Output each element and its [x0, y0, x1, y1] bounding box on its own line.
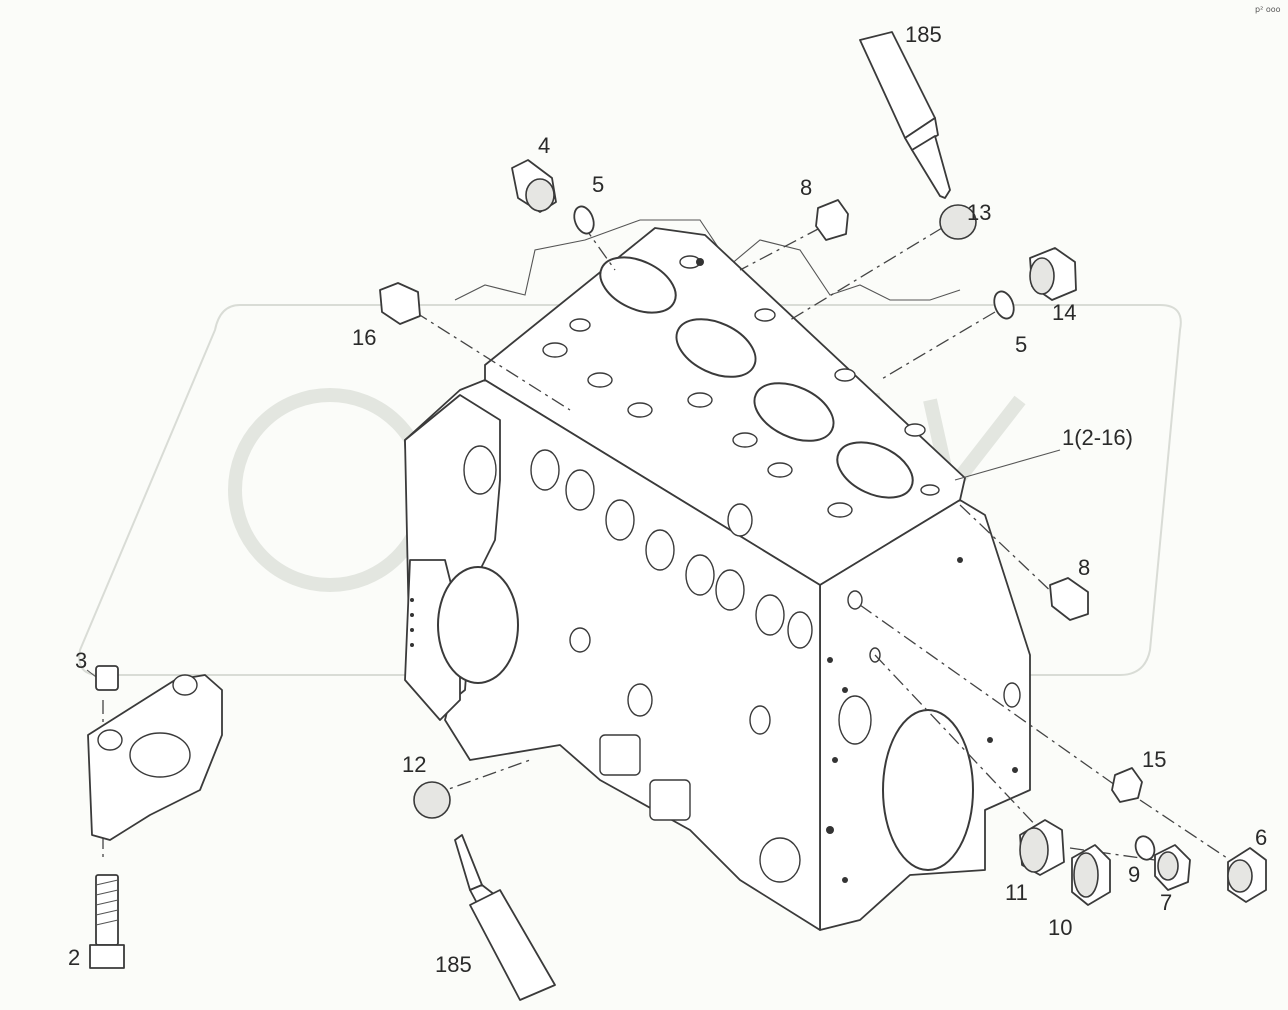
plug-8-top	[815, 199, 849, 241]
plug-12	[413, 781, 451, 819]
plug-7	[1154, 844, 1191, 891]
ring-9	[1134, 835, 1156, 861]
sealant-tube-top	[859, 31, 951, 199]
seal-11	[1019, 819, 1065, 876]
callout-1: 1(2-16)	[1062, 425, 1133, 450]
callout-5-top: 5	[592, 172, 604, 197]
corner-note: р² ооо	[1255, 5, 1281, 14]
seal-10	[1071, 844, 1111, 906]
callout-labels: 185 4 5 8 13 14 5 16 1(2-16) 8 3 12 15 6…	[68, 22, 1267, 977]
plug-13	[939, 204, 977, 240]
sealant-tube-bottom	[454, 834, 556, 1001]
plug-14	[1029, 247, 1077, 301]
callout-9: 9	[1128, 862, 1140, 887]
plug-15	[1111, 767, 1143, 803]
plug-4	[511, 159, 557, 213]
callout-12: 12	[402, 752, 426, 777]
callout-16: 16	[352, 325, 376, 350]
callout-185-bottom: 185	[435, 952, 472, 977]
callout-14: 14	[1052, 300, 1076, 325]
bearing-cap-3	[87, 665, 223, 841]
leader-lines	[102, 224, 1231, 861]
callout-185-top: 185	[905, 22, 942, 47]
callout-8-top: 8	[800, 175, 812, 200]
callout-3: 3	[75, 648, 87, 673]
plug-16	[379, 282, 421, 325]
ring-5-right	[993, 290, 1015, 320]
plug-6	[1227, 847, 1267, 903]
callout-11: 11	[1005, 880, 1028, 905]
deck-ports	[542, 255, 940, 518]
callout-7: 7	[1160, 890, 1172, 915]
plug-8-right	[1049, 577, 1089, 621]
rear-face-dots	[410, 557, 1018, 883]
callout-13: 13	[967, 200, 991, 225]
ring-5-top	[573, 205, 595, 235]
callout-5-right: 5	[1015, 332, 1027, 357]
callout-15: 15	[1142, 747, 1166, 772]
engine-block	[404, 227, 1031, 931]
callout-6: 6	[1255, 825, 1267, 850]
callout-4: 4	[538, 133, 550, 158]
callout-2: 2	[68, 945, 80, 970]
callout-10: 10	[1048, 915, 1072, 940]
bolt-2	[89, 874, 125, 969]
side-face-holes	[530, 449, 813, 883]
callout-8-right: 8	[1078, 555, 1090, 580]
